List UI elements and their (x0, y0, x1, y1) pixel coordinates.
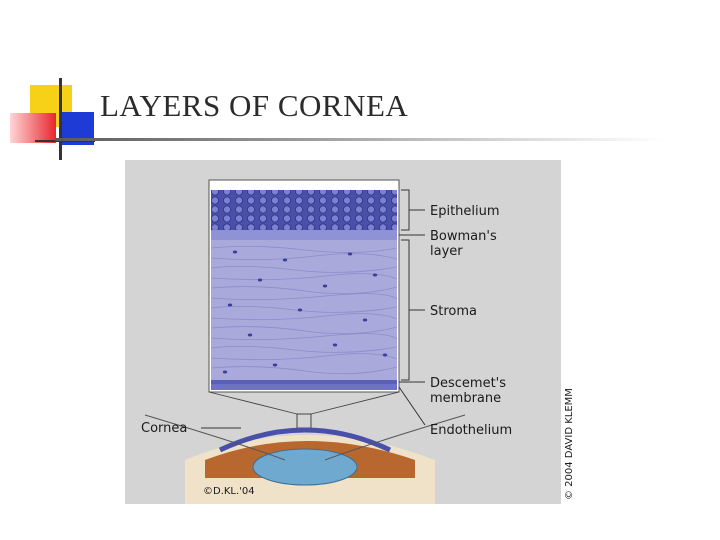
decor-red-square (10, 113, 56, 143)
layer-brackets (201, 189, 426, 429)
title-rule (55, 138, 665, 141)
epithelium-layer (211, 190, 397, 230)
stroma-layer (211, 240, 397, 380)
decor-vertical-line (59, 78, 62, 160)
label-epithelium: Epithelium (430, 204, 500, 219)
cornea-layers-figure: Epithelium Bowman's layer Stroma Desceme… (125, 160, 576, 504)
eye-cross-section (144, 414, 466, 504)
copyright-credit: © 2004 DAVID KLEMM (564, 388, 575, 500)
credit-strip (561, 160, 576, 504)
decor-horizontal-line (35, 140, 95, 142)
endothelium-layer (211, 384, 397, 390)
label-descemets-line2: membrane (430, 391, 501, 406)
label-endothelium: Endothelium (430, 423, 512, 438)
artist-signature: ©D.KL.'04 (203, 486, 255, 497)
descemets-layer (211, 380, 397, 384)
label-bowmans-line2: layer (430, 244, 463, 259)
label-descemets-line1: Descemet's (430, 376, 506, 391)
label-bowmans-line1: Bowman's (430, 229, 497, 244)
label-stroma: Stroma (430, 304, 477, 319)
label-cornea: Cornea (141, 421, 187, 436)
magnified-cornea-block (208, 179, 400, 393)
slide-title: LAYERS OF CORNEA (100, 88, 409, 123)
bowmans-layer (211, 230, 397, 240)
